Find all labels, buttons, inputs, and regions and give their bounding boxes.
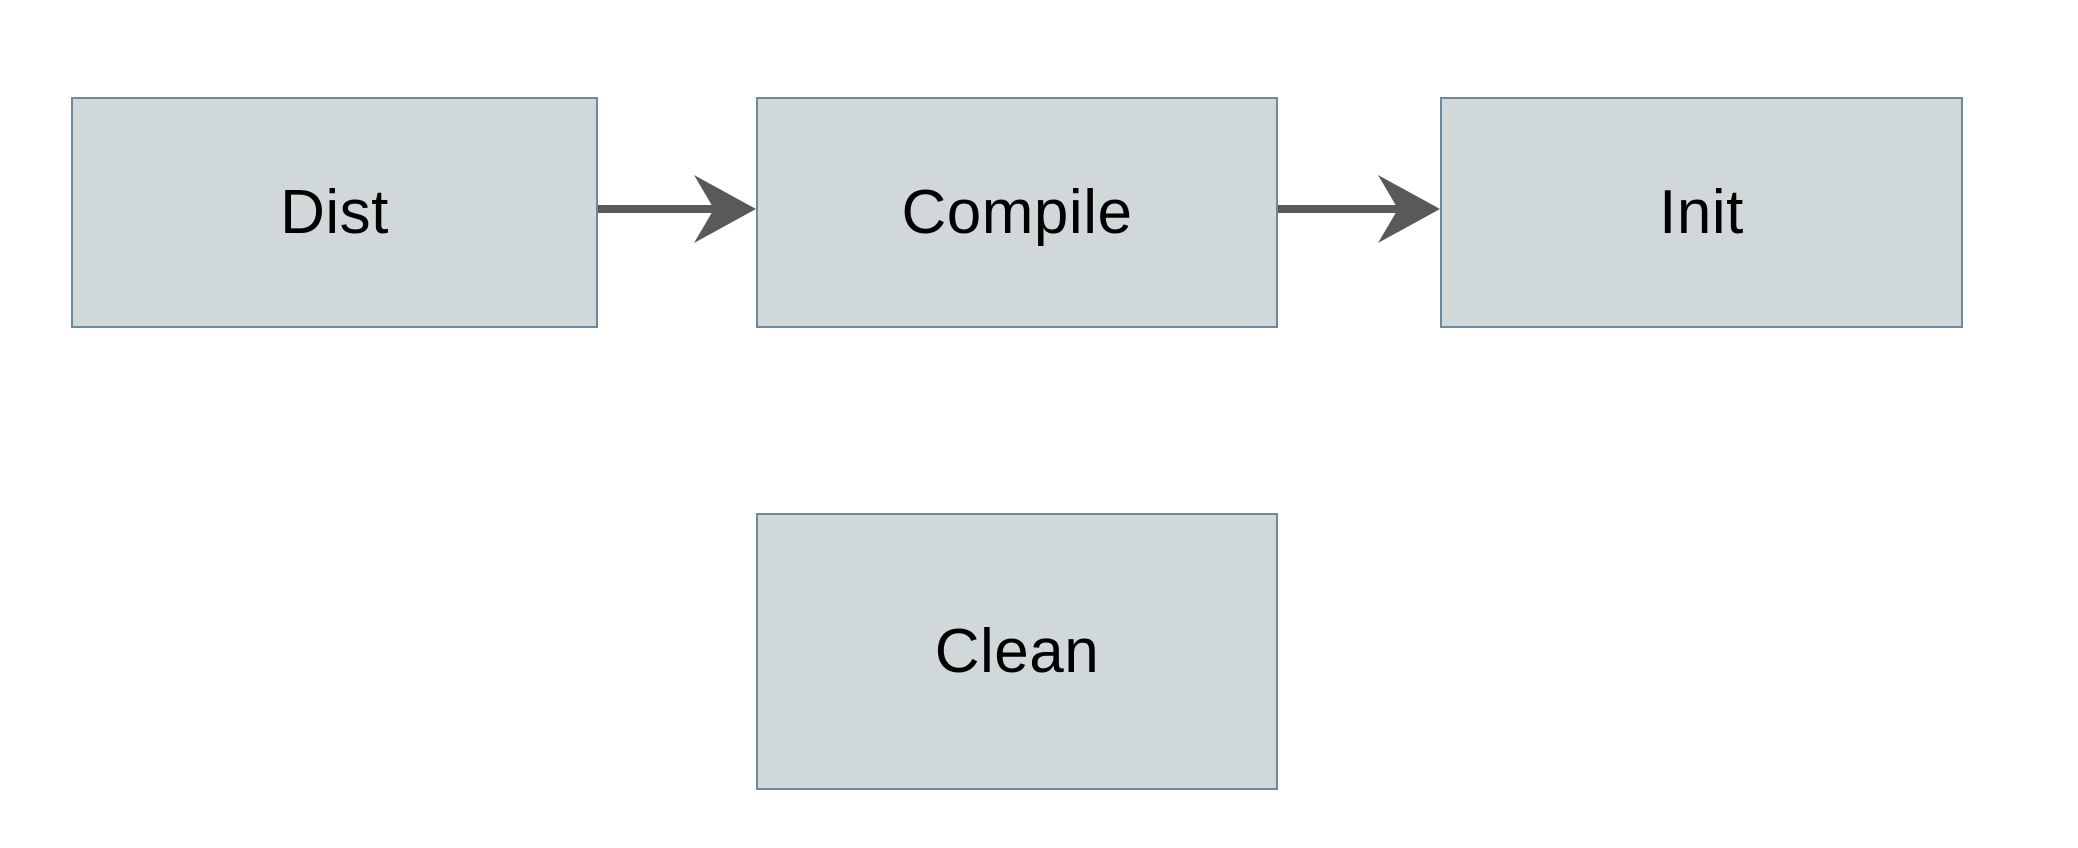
arrowhead-icon [694,175,756,243]
node-clean-label: Clean [934,616,1100,686]
node-compile-label: Compile [901,177,1133,247]
node-dist-label: Dist [280,177,389,247]
arrowhead-icon [1378,175,1440,243]
node-dist[interactable]: Dist [71,97,598,328]
node-init[interactable]: Init [1440,97,1963,328]
node-clean[interactable]: Clean [756,513,1278,790]
node-init-label: Init [1659,177,1744,247]
node-compile[interactable]: Compile [756,97,1278,328]
